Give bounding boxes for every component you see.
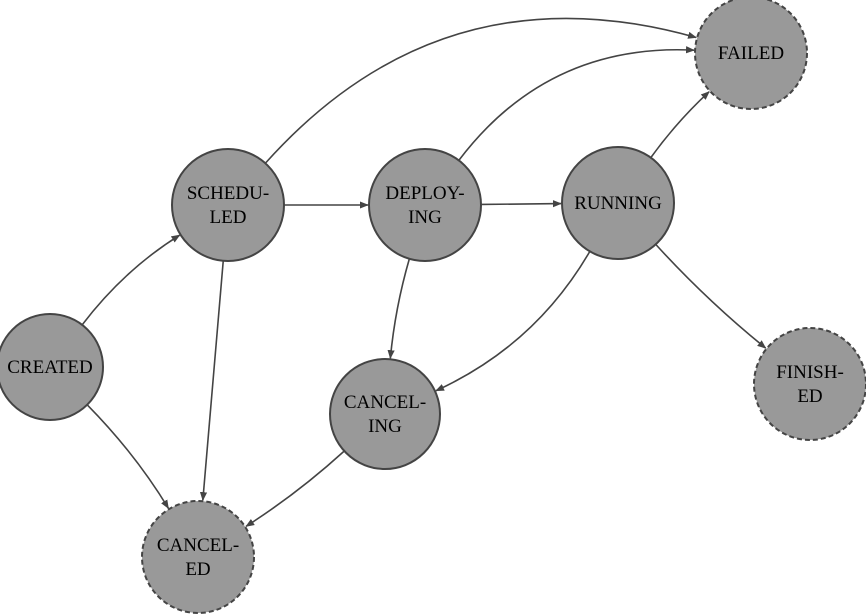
node-failed-label: FAILED xyxy=(718,43,784,64)
node-created-label: CREATED xyxy=(7,357,93,378)
node-failed: FAILED xyxy=(694,0,808,110)
node-finished-label: FINISH- xyxy=(776,362,844,383)
node-canceling-label: ING xyxy=(368,416,402,437)
node-canceling-label: CANCEL- xyxy=(344,392,426,413)
node-finished: FINISH- ED xyxy=(753,327,866,441)
node-finished-label: ED xyxy=(797,386,822,407)
node-scheduled-label: SCHEDU- xyxy=(187,183,269,204)
node-running: RUNNING xyxy=(561,146,675,260)
edge-scheduled-failed xyxy=(264,17,698,164)
node-canceled-label: ED xyxy=(185,559,210,580)
node-scheduled: SCHEDU- LED xyxy=(171,148,285,262)
node-deploying-label: DEPLOY- xyxy=(385,183,464,204)
node-canceling: CANCEL- ING xyxy=(329,358,441,470)
edges-layer xyxy=(81,17,767,528)
edge-created-scheduled xyxy=(81,234,181,326)
node-running-label: RUNNING xyxy=(574,193,662,214)
node-deploying-circle xyxy=(368,148,482,262)
edge-running-failed xyxy=(650,91,710,159)
node-canceled-circle xyxy=(141,500,255,614)
node-deploying-label: ING xyxy=(408,207,442,228)
node-deploying: DEPLOY- ING xyxy=(368,148,482,262)
edge-deploying-canceling xyxy=(387,258,411,360)
node-scheduled-circle xyxy=(171,148,285,262)
node-created-circle xyxy=(0,313,104,421)
edge-running-finished xyxy=(655,243,767,349)
edge-scheduled-canceled xyxy=(199,260,225,502)
node-created: CREATED xyxy=(0,313,104,421)
edge-running-canceling xyxy=(435,251,591,392)
node-finished-circle xyxy=(753,327,866,441)
edge-deploying-failed xyxy=(458,46,695,161)
edge-deploying-running xyxy=(480,200,562,208)
node-canceled-label: CANCEL- xyxy=(157,535,239,556)
node-running-circle xyxy=(561,146,675,260)
node-failed-circle xyxy=(694,0,808,110)
node-canceling-circle xyxy=(329,358,441,470)
edge-canceling-canceled xyxy=(245,450,345,528)
node-scheduled-label: LED xyxy=(210,207,247,228)
node-canceled: CANCEL- ED xyxy=(141,500,255,614)
edge-created-canceled xyxy=(86,404,170,510)
